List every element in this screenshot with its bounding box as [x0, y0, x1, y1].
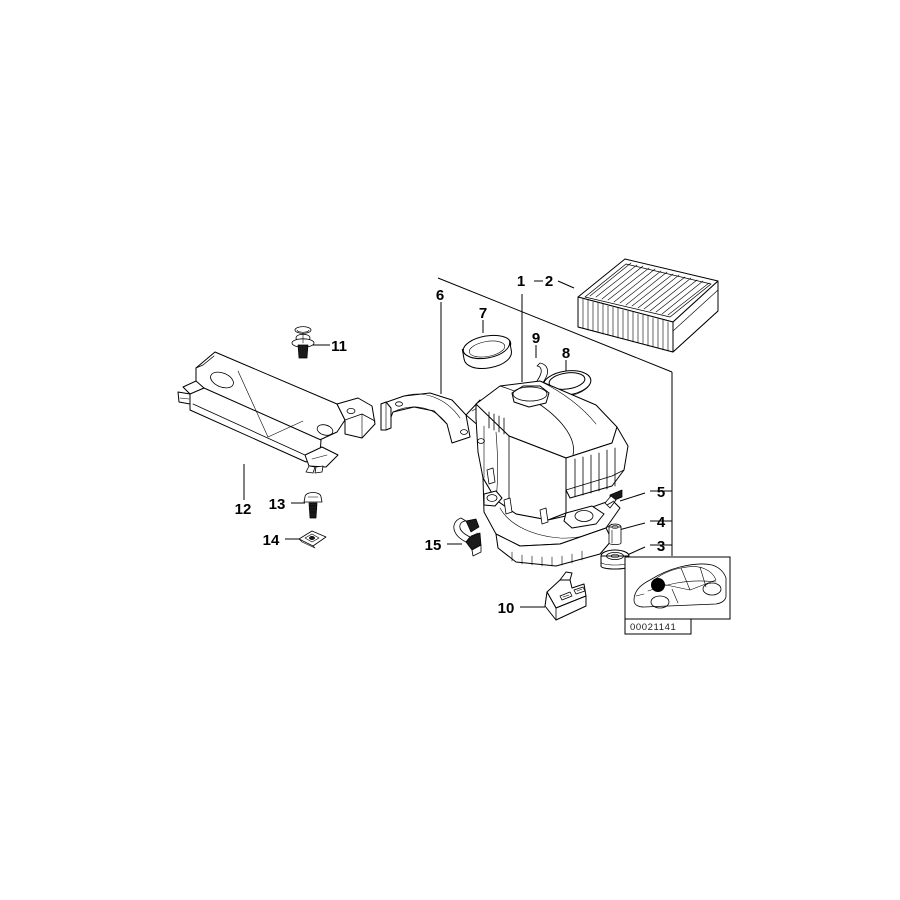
hex-head-screw-washer: [303, 492, 323, 519]
callout-12: 12: [235, 501, 252, 518]
spacer-sleeve-bushing: [608, 523, 622, 545]
intake-air-duct: [177, 351, 376, 474]
callout-1: 1: [517, 273, 525, 290]
hose-clamp-sensor-clip: [453, 517, 482, 557]
figure-id-text: 00021141: [630, 622, 676, 633]
callout-13: 13: [269, 496, 286, 513]
callout-15: 15: [425, 537, 442, 554]
vehicle-location-thumbnail: 00021141: [624, 556, 731, 635]
callout-3: 3: [657, 538, 665, 555]
callout-4: 4: [657, 514, 666, 531]
callout-14: 14: [263, 532, 280, 549]
location-marker-dot: [651, 578, 665, 592]
callout-labels: 1 2 3 4 5 6 7 8 9 10 11 12 13 14 15: [235, 273, 666, 617]
callout-7: 7: [479, 305, 487, 322]
callout-10: 10: [498, 600, 515, 617]
air-cleaner-housing: [475, 380, 629, 567]
mounting-rail-bracket: [544, 571, 587, 621]
fillister-head-screw: [604, 489, 623, 509]
callout-6: 6: [436, 287, 444, 304]
rubber-collar-ring: [461, 334, 512, 369]
callout-9: 9: [532, 330, 540, 347]
callout-8: 8: [562, 345, 570, 362]
callout-5: 5: [657, 484, 665, 501]
callout-leader-lines: [243, 277, 673, 608]
speed-nut-clip: [298, 530, 327, 549]
rubber-mount-grommet: [600, 549, 630, 570]
expanding-rivet: [291, 326, 315, 359]
callout-11: 11: [331, 338, 347, 355]
air-filter-element: [577, 258, 719, 353]
callout-2: 2: [545, 273, 553, 290]
